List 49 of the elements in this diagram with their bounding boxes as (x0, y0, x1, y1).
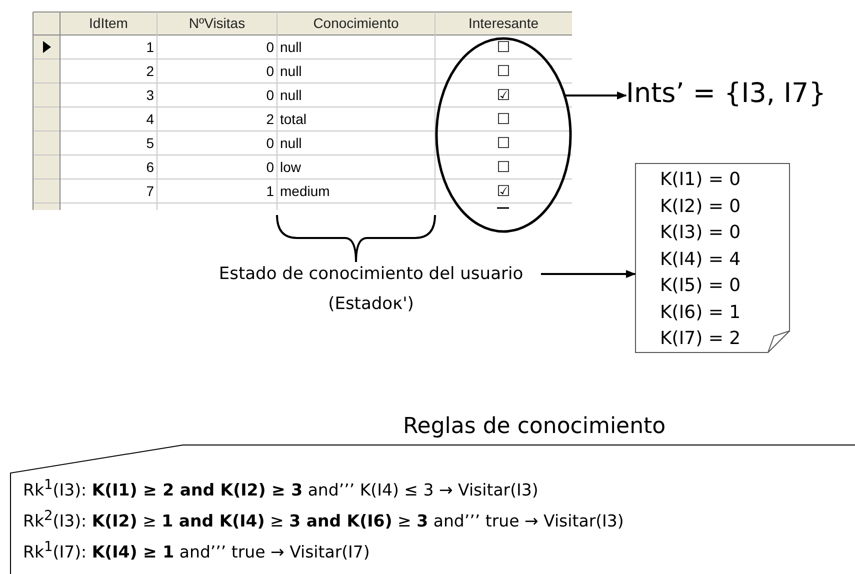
table-cell-text: 0 (266, 135, 274, 151)
table-cell-text: total (280, 111, 306, 127)
table-cell-text: 1 (266, 183, 274, 199)
value-line: K(I2) = 0 (660, 194, 741, 218)
table-cell-text: null (280, 87, 302, 103)
checkbox-glyph: ☐ (496, 134, 510, 152)
table-cell-text: 0 (266, 87, 274, 103)
table-cell-text: low (280, 159, 302, 175)
table-cell-text: null (280, 63, 302, 79)
rule-text: Rk$^{1}$(I7): K(I4) ≥ 1 and’’’ true → Visitar(I7) (23, 539, 370, 562)
panel-heading: Reglas de conocimiento (403, 414, 666, 439)
checkbox-glyph: ☐ (496, 62, 510, 80)
checkbox-glyph: ☑ (496, 182, 510, 200)
column-header: NºVisitas (188, 15, 246, 31)
column-header: IdItem (89, 15, 128, 31)
checkbox-glyph: ☑ (496, 86, 510, 104)
value-line: K(I3) = 0 (660, 221, 741, 245)
value-line: K(I7) = 2 (660, 327, 741, 351)
table-cell-text: 4 (146, 111, 154, 127)
table-cell-text: 0 (266, 39, 274, 55)
rule-text: Rk$^{2}$(I3): K(I2) ≥ 1 and K(I4) ≥ 3 and K(I6) ≥ 3 and’’’ true → Visitar(I3) (23, 508, 624, 530)
table-cell-text: medium (280, 183, 330, 199)
arrow (564, 92, 627, 100)
table-cell-text: 7 (146, 183, 154, 199)
value-line: K(I1) = 0 (660, 168, 741, 192)
table-cell-text: null (280, 39, 302, 55)
table-cell-text: 2 (146, 63, 154, 79)
column-header: Conocimiento (313, 15, 399, 31)
value-line: K(I6) = 1 (660, 300, 741, 324)
table-cell-text: 0 (266, 159, 274, 175)
table-cell-text: 0 (266, 63, 274, 79)
table-cell-text: 5 (146, 135, 154, 151)
rule-text: Rk$^{1}$(I3): K(I1) ≥ 2 and K(I2) ≥ 3 and’’’ K(I4) ≤ 3 → Visitar(I3) (23, 477, 538, 500)
document-shape (635, 163, 790, 353)
column-header: Interesante (468, 15, 539, 31)
result-text: Ints’ = {I3, I7} (626, 78, 826, 109)
table-cell-text: 1 (146, 39, 154, 55)
checkbox-glyph: ☐ (496, 38, 510, 56)
table-cell-text: 6 (146, 159, 154, 175)
checkbox-glyph: ☐ (496, 158, 510, 176)
arrow (541, 270, 636, 278)
table-cell-text: 3 (146, 87, 154, 103)
table-cell-text: 2 (266, 111, 274, 127)
value-line: K(I5) = 0 (660, 274, 741, 298)
table-cell-text: null (280, 135, 302, 151)
ellipse (435, 37, 572, 233)
checkbox-glyph: ☐ (496, 110, 510, 128)
value-line: K(I4) = 4 (660, 248, 741, 272)
note-text: Estado de conocimiento del usuario (Estadoκ') (201, 259, 541, 319)
